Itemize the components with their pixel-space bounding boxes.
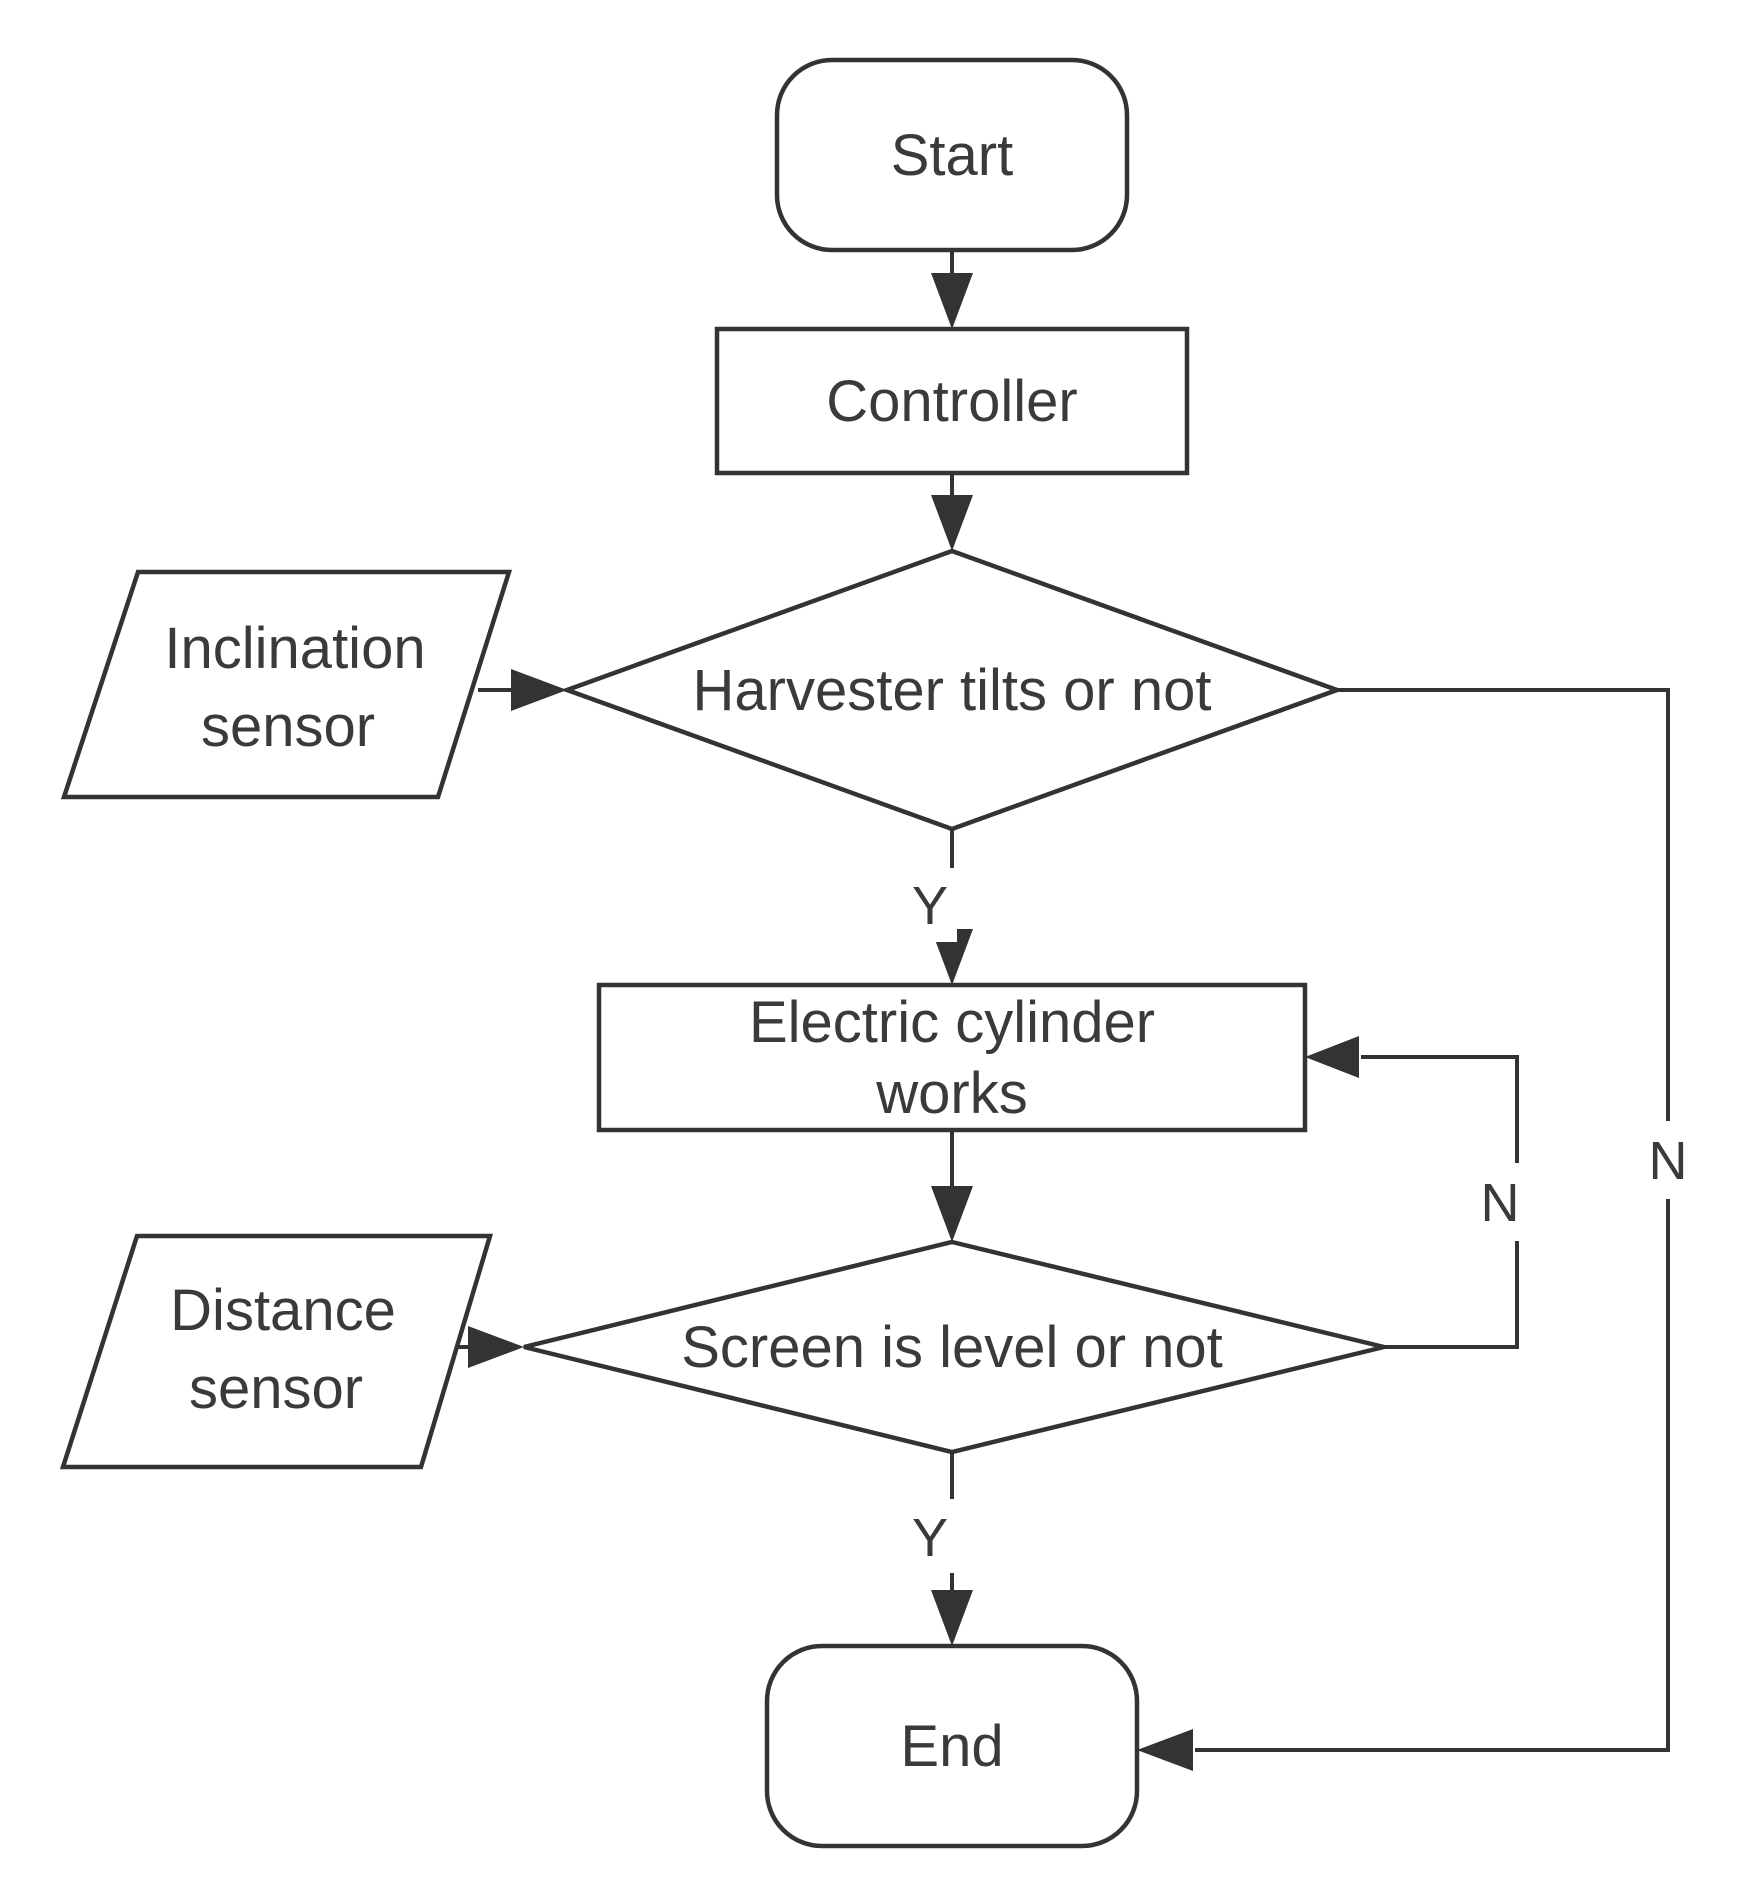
start-terminator-shape xyxy=(774,57,1130,253)
edge-label-background xyxy=(903,1499,957,1573)
arrowhead-down-icon xyxy=(931,273,973,329)
edge-harvester-yes-to-electric-cylinder: Y xyxy=(903,829,973,985)
edge-label-no: N xyxy=(1649,1131,1688,1191)
edge-harvester-no-to-end: N xyxy=(1137,688,1696,1771)
arrowhead-left-icon xyxy=(1305,1036,1359,1078)
end-terminator-shape xyxy=(764,1643,1140,1849)
arrowhead-down-icon xyxy=(931,1590,973,1646)
node-distance-sensor: Distance sensor xyxy=(59,1233,494,1470)
edge-label-yes: Y xyxy=(912,876,948,936)
edge-controller-to-harvester-decision xyxy=(931,473,973,551)
inclination-sensor-parallelogram-shape xyxy=(60,569,513,800)
edge-screen-no-loop-to-electric-cylinder: N xyxy=(1305,1036,1528,1349)
screen-level-label: Screen is level or not xyxy=(681,1315,1223,1380)
arrowhead-down-icon xyxy=(931,495,973,551)
electric-cylinder-process-shape xyxy=(596,982,1308,1133)
screen-level-diamond-shape xyxy=(523,1239,1385,1455)
edge-label-yes: Y xyxy=(912,1508,948,1568)
electric-cylinder-label-line1: Electric cylinder xyxy=(749,990,1155,1055)
inclination-sensor-label-line1: Inclination xyxy=(164,616,425,681)
end-label: End xyxy=(900,1714,1003,1779)
distance-sensor-parallelogram-shape xyxy=(59,1233,494,1470)
arrowhead-down-icon xyxy=(931,929,973,985)
node-inclination-sensor: Inclination sensor xyxy=(60,569,513,800)
edge-label-no: N xyxy=(1481,1173,1520,1233)
arrowhead-down-icon xyxy=(931,1186,973,1242)
edge-electric-cylinder-to-screen-decision xyxy=(931,1130,973,1242)
node-start: Start xyxy=(774,57,1130,253)
node-decision-screen-level: Screen is level or not xyxy=(523,1239,1385,1455)
harvester-tilts-label: Harvester tilts or not xyxy=(693,658,1212,723)
electric-cylinder-label-line2: works xyxy=(875,1061,1027,1126)
arrowhead-right-icon xyxy=(468,1326,524,1368)
harvester-tilts-diamond-shape xyxy=(560,548,1344,832)
node-process-electric-cylinder: Electric cylinder works xyxy=(596,982,1308,1133)
node-end: End xyxy=(764,1643,1140,1849)
edge-label-background xyxy=(903,868,957,942)
edge-line xyxy=(1195,688,1670,1752)
distance-sensor-label-line2: sensor xyxy=(189,1356,363,1421)
controller-process-shape xyxy=(714,326,1190,476)
arrowhead-left-icon xyxy=(1137,1729,1193,1771)
edge-inclination-sensor-to-harvester-decision xyxy=(478,669,567,711)
inclination-sensor-label-line2: sensor xyxy=(201,694,375,759)
start-label: Start xyxy=(891,123,1014,188)
arrowhead-right-icon xyxy=(511,669,567,711)
distance-sensor-label-line1: Distance xyxy=(170,1278,396,1343)
node-controller: Controller xyxy=(714,326,1190,476)
edge-screen-yes-to-end: Y xyxy=(903,1452,973,1646)
controller-label: Controller xyxy=(826,369,1077,434)
edge-label-background xyxy=(1640,1121,1696,1199)
edge-label-background xyxy=(1472,1163,1528,1241)
node-decision-harvester-tilts: Harvester tilts or not xyxy=(560,548,1344,832)
edge-start-to-controller xyxy=(931,250,973,329)
